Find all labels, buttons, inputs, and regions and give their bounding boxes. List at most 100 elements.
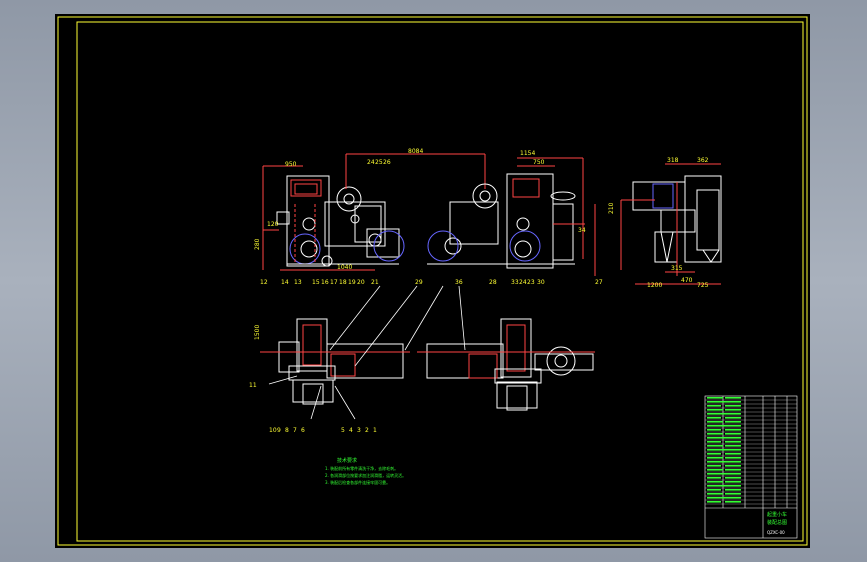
parts-row-text-mark: [725, 433, 741, 435]
parts-row-text-mark: [707, 497, 725, 499]
parts-row-text-mark: [725, 449, 741, 451]
parts-row-text-mark: [707, 429, 721, 431]
balloon-17: 17: [330, 279, 338, 286]
dim-280: 280: [254, 238, 261, 250]
parts-row-text-mark: [707, 473, 725, 475]
dim-210: 210: [608, 202, 615, 214]
dim-1500: 1500: [254, 325, 261, 340]
parts-row-text-mark: [725, 437, 741, 439]
dim-318: 318: [667, 157, 679, 164]
left-wheel-2: [373, 230, 405, 262]
plan-right-column: [500, 318, 532, 378]
dim-1040: 1040: [337, 264, 352, 271]
handwheel: [550, 191, 576, 201]
parts-row-text-mark: [707, 413, 725, 415]
parts-row-text-mark: [725, 397, 741, 399]
dim-315: 315: [671, 265, 683, 272]
parts-row-text-mark: [725, 445, 741, 447]
balloon-36: 36: [455, 279, 463, 286]
view-side-right: [427, 173, 585, 269]
dim-362: 362: [697, 157, 709, 164]
notes-line-1: 1. 装配前所有零件清洗干净，去除毛刺。: [325, 465, 398, 471]
parts-row-text-mark: [707, 441, 721, 443]
parts-row-text-mark: [725, 405, 741, 407]
parts-row-text-mark: [707, 425, 725, 427]
dim-950: 950: [285, 161, 297, 168]
view-plan-right: [426, 318, 594, 411]
parts-row-text-mark: [707, 449, 725, 451]
balloon-11: 11: [249, 382, 257, 389]
parts-row-text-mark: [707, 453, 721, 455]
technical-notes: 技术要求 1. 装配前所有零件清洗干净，去除毛刺。 2. 各润滑部位按要求加注润…: [325, 457, 406, 485]
plan-left-beam: [326, 343, 404, 379]
parts-row-text-mark: [707, 489, 721, 491]
balloon-26: 26: [383, 159, 391, 166]
parts-row-text-mark: [725, 413, 741, 415]
dim-8084: 8084: [408, 148, 423, 155]
parts-row-text-mark: [725, 461, 741, 463]
dim-470: 470: [681, 277, 693, 284]
balloon-1: 1: [373, 427, 377, 434]
parts-row-text-mark: [707, 477, 721, 479]
balloon-15: 15: [312, 279, 320, 286]
right-girder: [449, 201, 499, 245]
plan-left-column: [296, 318, 328, 372]
balloon-29: 29: [415, 279, 423, 286]
parts-row-text-mark: [707, 417, 721, 419]
balloon-25: 25: [375, 159, 383, 166]
left-girder: [324, 201, 386, 247]
balloon-19: 19: [348, 279, 356, 286]
right-motor: [552, 203, 574, 261]
parts-row-text-mark: [725, 477, 741, 479]
parts-row-text-mark: [707, 397, 723, 399]
parts-row-text-mark: [725, 421, 741, 423]
parts-row-text-mark: [725, 409, 741, 411]
right-wheel-2: [509, 230, 541, 262]
balloon-5: 5: [341, 427, 345, 434]
balloon-3: 3: [357, 427, 361, 434]
parts-row-text-mark: [725, 501, 741, 503]
right-sheave: [472, 183, 498, 209]
parts-row-text-mark: [725, 453, 741, 455]
right-frame: [506, 173, 554, 269]
balloon-16: 16: [321, 279, 329, 286]
balloon-20: 20: [357, 279, 365, 286]
balloon-24b: 24: [519, 279, 527, 286]
balloon-6: 6: [301, 427, 305, 434]
parts-list-rows: [705, 397, 797, 505]
dim-120: 120: [267, 221, 279, 228]
balloon-23: 23: [527, 279, 535, 286]
dim-1200: 1200: [647, 282, 662, 289]
parts-row-text-mark: [725, 473, 741, 475]
end-frame: [684, 175, 722, 263]
balloon-33: 33: [511, 279, 519, 286]
outer-border: [57, 16, 808, 546]
inner-border: [76, 21, 804, 542]
notes-line-3: 3. 装配后检查各部件连接牢固可靠。: [325, 479, 390, 485]
drawing-sheet: 950 8084 1154 750 1040 318 362 315 470 1…: [55, 14, 810, 548]
plan-left-drive: [292, 379, 334, 403]
balloon-21: 21: [371, 279, 379, 286]
parts-row-text-mark: [707, 485, 725, 487]
parts-row-text-mark: [725, 469, 741, 471]
parts-row-text-mark: [725, 497, 741, 499]
balloon-30: 30: [537, 279, 545, 286]
drawing-canvas: 950 8084 1154 750 1040 318 362 315 470 1…: [57, 16, 808, 546]
parts-row-text-mark: [725, 489, 741, 491]
notes-heading: 技术要求: [337, 457, 357, 464]
title-drawing-no: QZXC-00: [767, 530, 785, 535]
parts-row-text-mark: [707, 461, 725, 463]
notes-line-2: 2. 各润滑部位按要求加注润滑脂，运转灵活。: [325, 472, 406, 478]
parts-row-text-mark: [707, 437, 725, 439]
view-plan-left: [278, 318, 404, 405]
balloon-18: 18: [339, 279, 347, 286]
parts-row-text-mark: [725, 481, 741, 483]
dim-750: 750: [533, 159, 545, 166]
parts-row-text-mark: [707, 445, 723, 447]
parts-row-text-mark: [707, 493, 723, 495]
title-name-2: 装配总图: [767, 519, 787, 526]
balloon-13: 13: [294, 279, 302, 286]
balloon-9: 9: [277, 427, 281, 434]
parts-row-text-mark: [707, 433, 723, 435]
